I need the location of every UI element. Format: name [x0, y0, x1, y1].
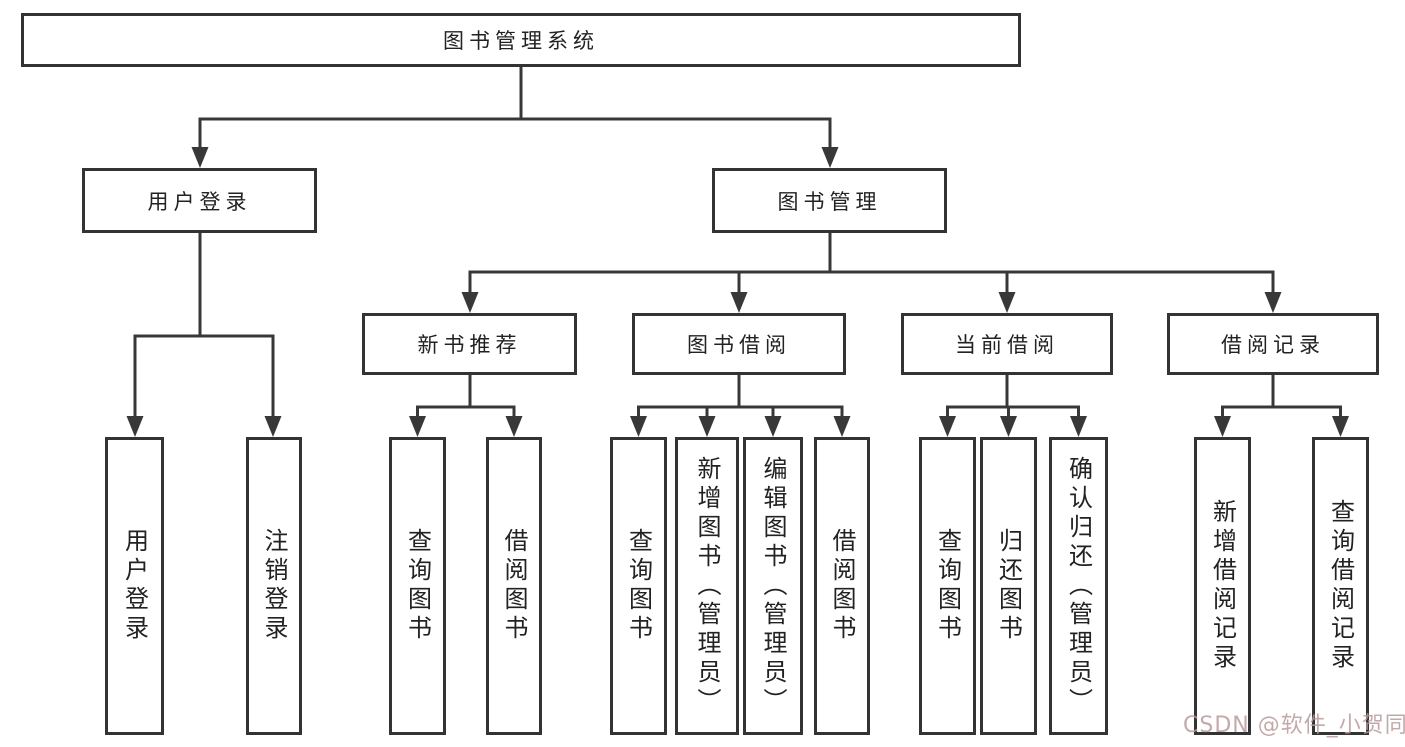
node-user-login: 用户登录 — [82, 168, 317, 233]
leaf-recommend-borrow-books: 借阅图书 — [486, 437, 542, 735]
leaf-label: 新增借阅记录 — [1208, 499, 1237, 673]
leaf-label: 确认归还（管理员） — [1064, 455, 1093, 717]
leaf-current-confirm-return-admin: 确认归还（管理员） — [1049, 437, 1108, 735]
leaf-label: 用户登录 — [120, 528, 149, 644]
leaf-recommend-query-books: 查询图书 — [389, 437, 446, 735]
leaf-label: 归还图书 — [994, 528, 1023, 644]
leaf-records-query-record: 查询借阅记录 — [1312, 437, 1369, 735]
leaf-label: 借阅图书 — [828, 528, 856, 644]
node-label: 借阅记录 — [1221, 333, 1325, 357]
leaf-borrowing-edit-books-admin: 编辑图书（管理员） — [743, 437, 803, 735]
node-new-book-recommend: 新书推荐 — [362, 313, 577, 375]
leaf-logout: 注销登录 — [246, 437, 302, 735]
leaf-label: 注销登录 — [260, 528, 288, 644]
leaf-records-add-record: 新增借阅记录 — [1194, 437, 1251, 735]
node-current-borrowing: 当前借阅 — [901, 313, 1113, 375]
node-library-management-system: 图书管理系统 — [21, 13, 1021, 67]
leaf-label: 查询图书 — [403, 528, 432, 644]
leaf-borrowing-borrow-books: 借阅图书 — [814, 437, 870, 735]
leaf-current-query-books: 查询图书 — [919, 437, 976, 735]
node-label: 图书管理 — [777, 189, 882, 214]
node-label: 用户登录 — [147, 189, 252, 214]
node-label: 图书借阅 — [687, 333, 791, 357]
leaf-borrowing-add-books-admin: 新增图书（管理员） — [675, 437, 739, 735]
node-borrowing-records: 借阅记录 — [1167, 313, 1379, 375]
leaf-label: 借阅图书 — [500, 528, 528, 644]
node-book-borrowing: 图书借阅 — [632, 313, 846, 375]
leaf-label: 查询借阅记录 — [1326, 499, 1355, 673]
node-label: 图书管理系统 — [443, 29, 599, 53]
leaf-label: 编辑图书（管理员） — [759, 455, 787, 717]
leaf-borrowing-query-books: 查询图书 — [610, 437, 667, 735]
leaf-current-return-books: 归还图书 — [980, 437, 1037, 735]
leaf-label: 新增图书（管理员） — [693, 455, 721, 717]
leaf-label: 查询图书 — [933, 528, 962, 644]
csdn-watermark: CSDN @软件_小贺同学 — [1183, 713, 1405, 738]
leaf-user-login: 用户登录 — [105, 437, 164, 735]
leaf-label: 查询图书 — [624, 528, 653, 644]
node-book-management: 图书管理 — [712, 168, 947, 233]
node-label: 当前借阅 — [955, 333, 1059, 357]
node-label: 新书推荐 — [417, 333, 522, 357]
